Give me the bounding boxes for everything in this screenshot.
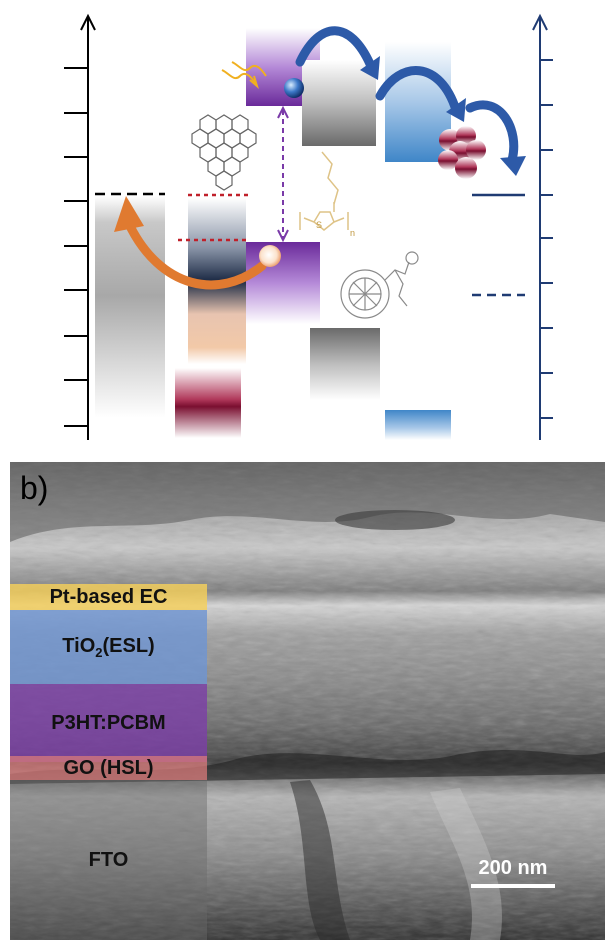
layer-pt-ec-label: Pt-based EC [49,585,168,608]
layer-fto: FTO [10,780,207,940]
layer-fto-label: FTO [88,848,129,871]
p3ht-icon [299,151,349,231]
electron-icon [284,78,304,98]
hole-icon [259,245,281,267]
scale-bar: 200 nm [468,857,558,888]
pt-nanoparticles-icon [438,126,486,179]
light-rays-icon [221,61,267,89]
right-energy-axis [532,13,553,440]
electron-arrow-heads [360,56,526,176]
layer-p3ht-pcbm-label: P3HT:PCBM [51,711,166,734]
graphene-oxide-icon [191,114,257,191]
pcbm-homo [310,328,380,400]
tio2-valence-band [385,410,451,440]
p3ht-sulfur-label: S [316,220,322,230]
sem-cross-section: b) Pt-based EC TiO2 (ESL) P3HT:PCBM GO (… [10,462,605,940]
pcbm-icon [340,251,419,319]
scale-bar-line [471,884,555,888]
pt-band [175,368,241,438]
layer-p3ht-pcbm: P3HT:PCBM [10,684,207,762]
electron-transfer-arrows [295,26,519,165]
layer-tio2-label: TiO2 (ESL) [62,634,155,660]
pcbm-lumo [302,60,376,146]
hole-transfer-arrow [123,217,267,290]
panel-label: b) [20,470,49,506]
layer-go: GO (HSL) [10,756,207,780]
layer-go-label: GO (HSL) [63,756,154,779]
scale-bar-label: 200 nm [478,857,548,879]
hole-arrow-head [114,196,144,232]
left-energy-axis [64,13,96,440]
layer-tio2: TiO2 (ESL) [10,610,207,684]
p3ht-homo [246,242,320,324]
energy-level-diagram: S n [64,13,553,440]
layer-pt-ec: Pt-based EC [10,584,207,610]
p3ht-subscript: n [350,228,355,238]
